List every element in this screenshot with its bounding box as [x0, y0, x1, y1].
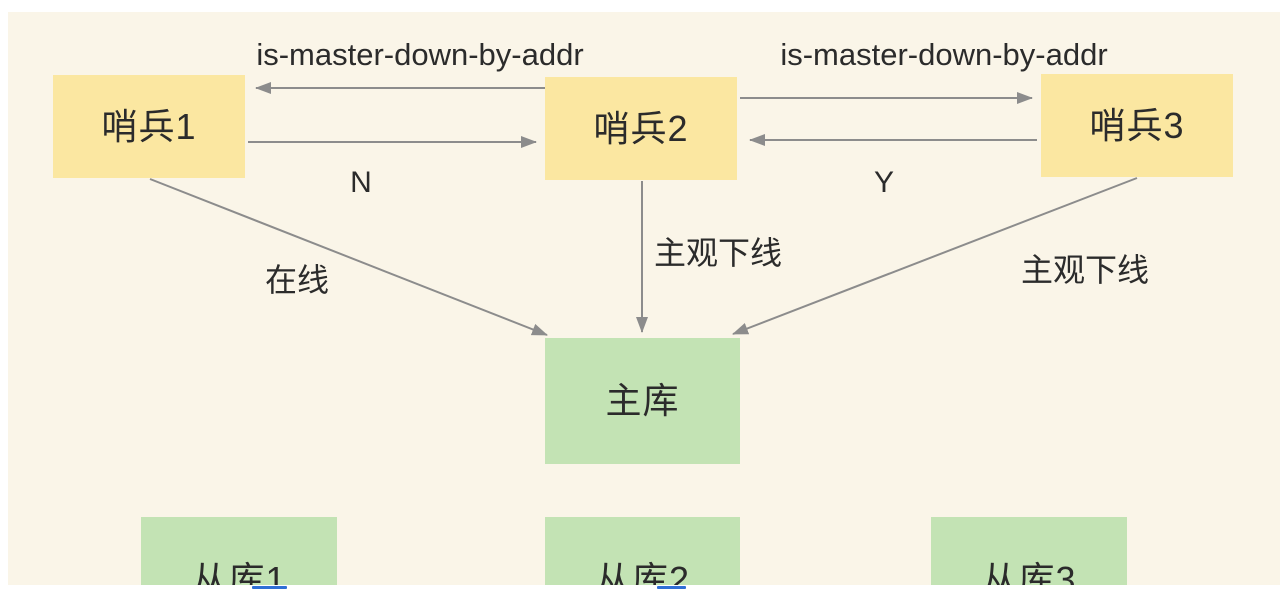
bottom-page-edge — [0, 585, 1280, 589]
node-sentinel2: 哨兵2 — [545, 77, 737, 180]
node-slave2: 从库2 — [545, 517, 740, 589]
label-vote-n: N — [350, 166, 372, 199]
label-is-master-down-by-addr-right: is-master-down-by-addr — [780, 37, 1108, 72]
node-slave1: 从库1 — [141, 517, 337, 589]
label-vote-y: Y — [873, 166, 895, 199]
label-subjective-down-center: 主观下线 — [653, 235, 783, 271]
node-sentinel3: 哨兵3 — [1041, 74, 1233, 177]
node-master: 主库 — [545, 338, 740, 464]
label-online: 在线 — [264, 262, 330, 298]
node-slave3: 从库3 — [931, 517, 1127, 589]
node-sentinel1: 哨兵1 — [53, 75, 245, 178]
label-subjective-down-right: 主观下线 — [1020, 252, 1150, 288]
label-is-master-down-by-addr-left: is-master-down-by-addr — [256, 37, 584, 72]
truncated-blue-fragment-left — [252, 586, 287, 589]
truncated-blue-fragment-center — [657, 586, 686, 589]
